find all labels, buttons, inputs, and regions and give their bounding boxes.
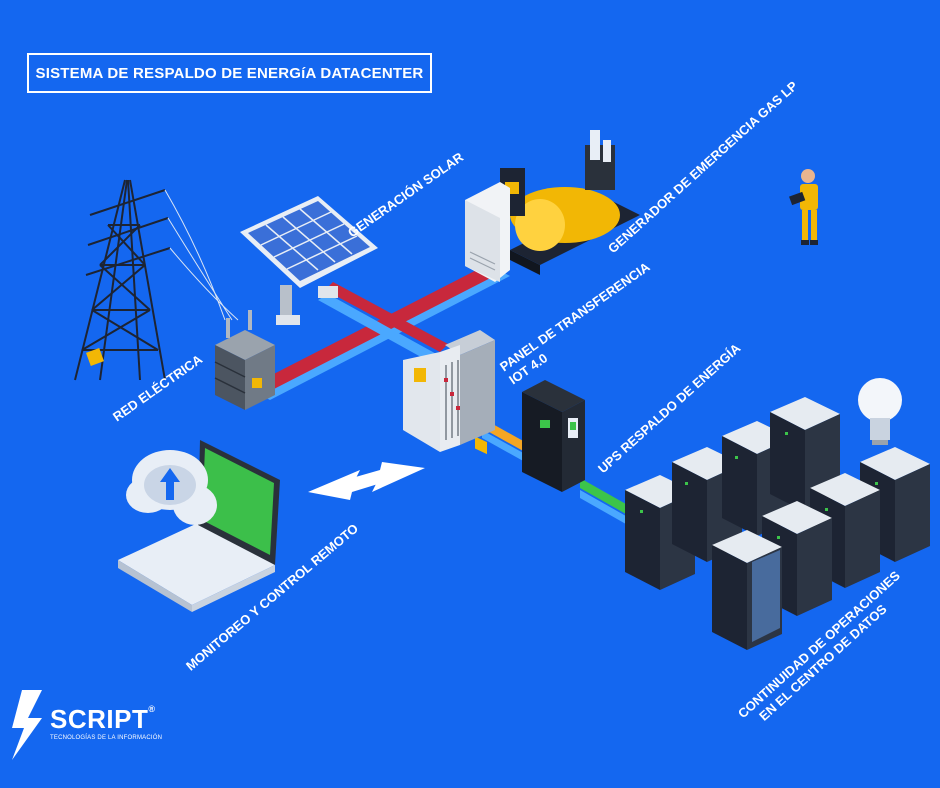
page-title: SISTEMA DE RESPALDO DE ENERGíA DATACENTE… <box>27 53 432 93</box>
transmission-tower-icon <box>74 179 171 381</box>
red-line-solar <box>325 282 448 352</box>
blue-line-solar <box>318 294 440 362</box>
ups-icon <box>522 380 585 492</box>
tower-warning-sign <box>86 348 104 366</box>
power-lines <box>255 258 640 532</box>
technician-figure <box>789 169 818 245</box>
laptop-cloud-icon <box>118 440 280 612</box>
script-logo-mark <box>12 690 42 760</box>
transfer-panel-icon <box>403 330 495 452</box>
server-racks <box>625 397 930 650</box>
logo-word: SCRIPT <box>50 704 149 734</box>
sync-arrows-icon <box>308 462 425 500</box>
server-leds <box>640 432 878 539</box>
light-bulb-icon <box>858 378 902 445</box>
solar-panel-icon <box>240 196 378 325</box>
blue-line-panel-ups <box>482 430 525 462</box>
red-line-grid-generator <box>262 258 510 390</box>
server-rack <box>762 501 832 616</box>
logo-wordmark: SCRIPT® <box>50 704 155 735</box>
transformer-icon <box>214 310 275 410</box>
logo-subtitle: TECNOLOGÍAS DE LA INFORMACIÓN <box>50 735 163 741</box>
generator-icon <box>465 130 640 455</box>
script-logo: SCRIPT® TECNOLOGÍAS DE LA INFORMACIÓN <box>12 692 172 762</box>
logo-registered-mark: ® <box>148 704 156 714</box>
server-rack-open <box>712 530 782 650</box>
tower-wires <box>164 189 239 321</box>
